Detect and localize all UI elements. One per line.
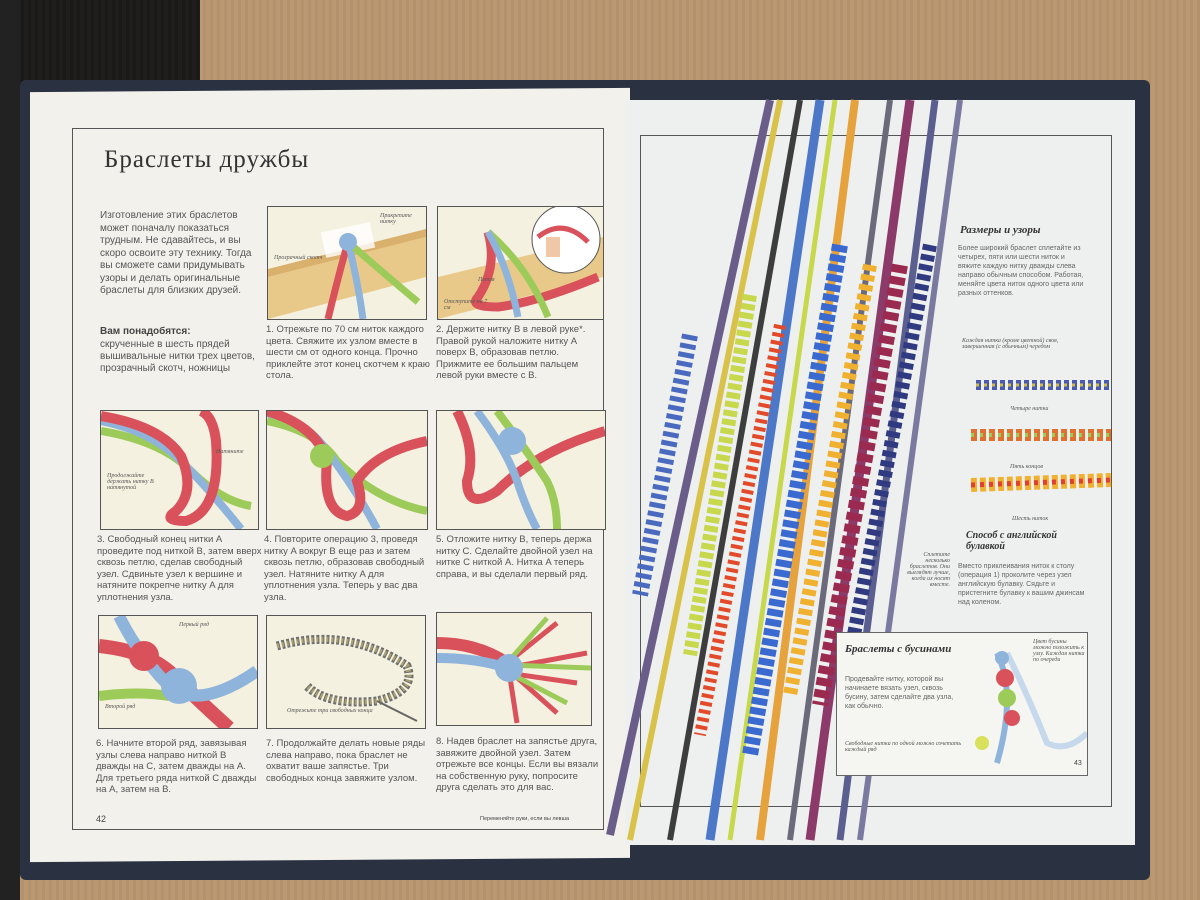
step-3-label-b: Продолжайте держать нитку B натянутой	[107, 473, 154, 491]
page-number-right: 43	[1074, 760, 1082, 767]
english-pin-text: Вместо приклеивания ниток к столу (опера…	[958, 563, 1085, 606]
step-6-label-a: Первый ряд	[179, 622, 209, 628]
page-footer: Переменяйте руки, если вы левша	[480, 816, 570, 822]
background-edge	[0, 0, 20, 900]
step-6-illustration: Первый ряд Второй ряд	[98, 615, 258, 729]
step-2-label-b: Петля	[478, 277, 495, 283]
right-page-frame	[640, 135, 1112, 807]
sample-label-4: Четыре нитки	[1010, 406, 1049, 412]
step-7-caption: 7. Продолжайте делать новые ряды слева н…	[266, 738, 426, 784]
english-pin-title: Способ с английской булавкой	[966, 530, 1057, 552]
step-2-illustration: Отступите на 7 см Петля	[437, 206, 604, 320]
step-4-caption: 4. Повторите операцию 3, проведя нитку A…	[264, 534, 425, 603]
step-8-caption: 8. Надев браслет на запястье друга, завя…	[436, 736, 599, 793]
samples-note: Каждая нитка (кроме цветной) своя, завер…	[962, 338, 1059, 350]
step-7-illustration: Отрежьте три свободных конца	[266, 615, 426, 729]
sizes-title: Размеры и узоры	[960, 224, 1041, 236]
step-5-illustration	[436, 410, 606, 530]
step-1-caption: 1. Отрежьте по 70 см ниток каждого цвета…	[266, 324, 430, 381]
beads-title: Браслеты с бусинами	[845, 643, 952, 655]
step-5-caption: 5. Отложите нитку B, теперь держа нитку …	[436, 534, 593, 580]
step-3-label-a: Натяните	[216, 449, 244, 455]
page-number-left: 42	[96, 814, 107, 824]
background-corner	[0, 0, 200, 90]
step-3-illustration: Натяните Продолжайте держать нитку B нат…	[100, 410, 259, 530]
step-6-label-b: Второй ряд	[105, 704, 136, 710]
beads-box: Браслеты с бусинами Продевайте нитку, ко…	[836, 632, 1088, 776]
step-8-illustration	[436, 612, 592, 726]
bracelet-samples	[970, 380, 1112, 492]
step-2-label-a: Отступите на 7 см	[444, 299, 488, 311]
step-1-label-b: Прикрепите нитку	[380, 213, 412, 225]
step-6-caption: 6. Начните второй ряд, завязывая узлы сл…	[96, 738, 257, 795]
beads-note-top: Цвет бусины можно положить к узлу. Кажда…	[1033, 639, 1085, 663]
page-title: Браслеты дружбы	[104, 146, 310, 173]
step-4-illustration	[266, 410, 428, 530]
step-2-caption: 2. Держите нитку B в левой руке*. Правой…	[436, 324, 586, 381]
beads-text: Продевайте нитку, которой вы начинаете в…	[845, 676, 954, 710]
beads-note-bottom: Свободные нитки по одной можно сочетать …	[845, 741, 962, 753]
step-1-label-a: Прозрачный скотч	[274, 255, 323, 261]
step-7-label: Отрежьте три свободных конца	[287, 708, 373, 714]
step-1-illustration: Прозрачный скотч Прикрепите нитку	[267, 206, 427, 320]
step-3-caption: 3. Свободный конец нитки A проведите под…	[97, 534, 262, 603]
materials-heading: Вам понадобятся:	[100, 326, 191, 337]
sample-label-5: Пять концов	[1010, 464, 1043, 470]
sample-label-6: Шесть ниток	[1012, 516, 1049, 522]
intro-text: Изготовление этих браслетов может понача…	[100, 210, 252, 296]
bracelets-photo	[606, 99, 963, 841]
materials-text: скрученные в шесть прядей вышивальные ни…	[100, 339, 255, 374]
beads-illustration	[975, 651, 1087, 764]
sizes-text: Более широкий браслет сплетайте из четыр…	[958, 245, 1084, 297]
side-note: Сплетите несколько браслетов. Они выгляд…	[907, 552, 950, 588]
